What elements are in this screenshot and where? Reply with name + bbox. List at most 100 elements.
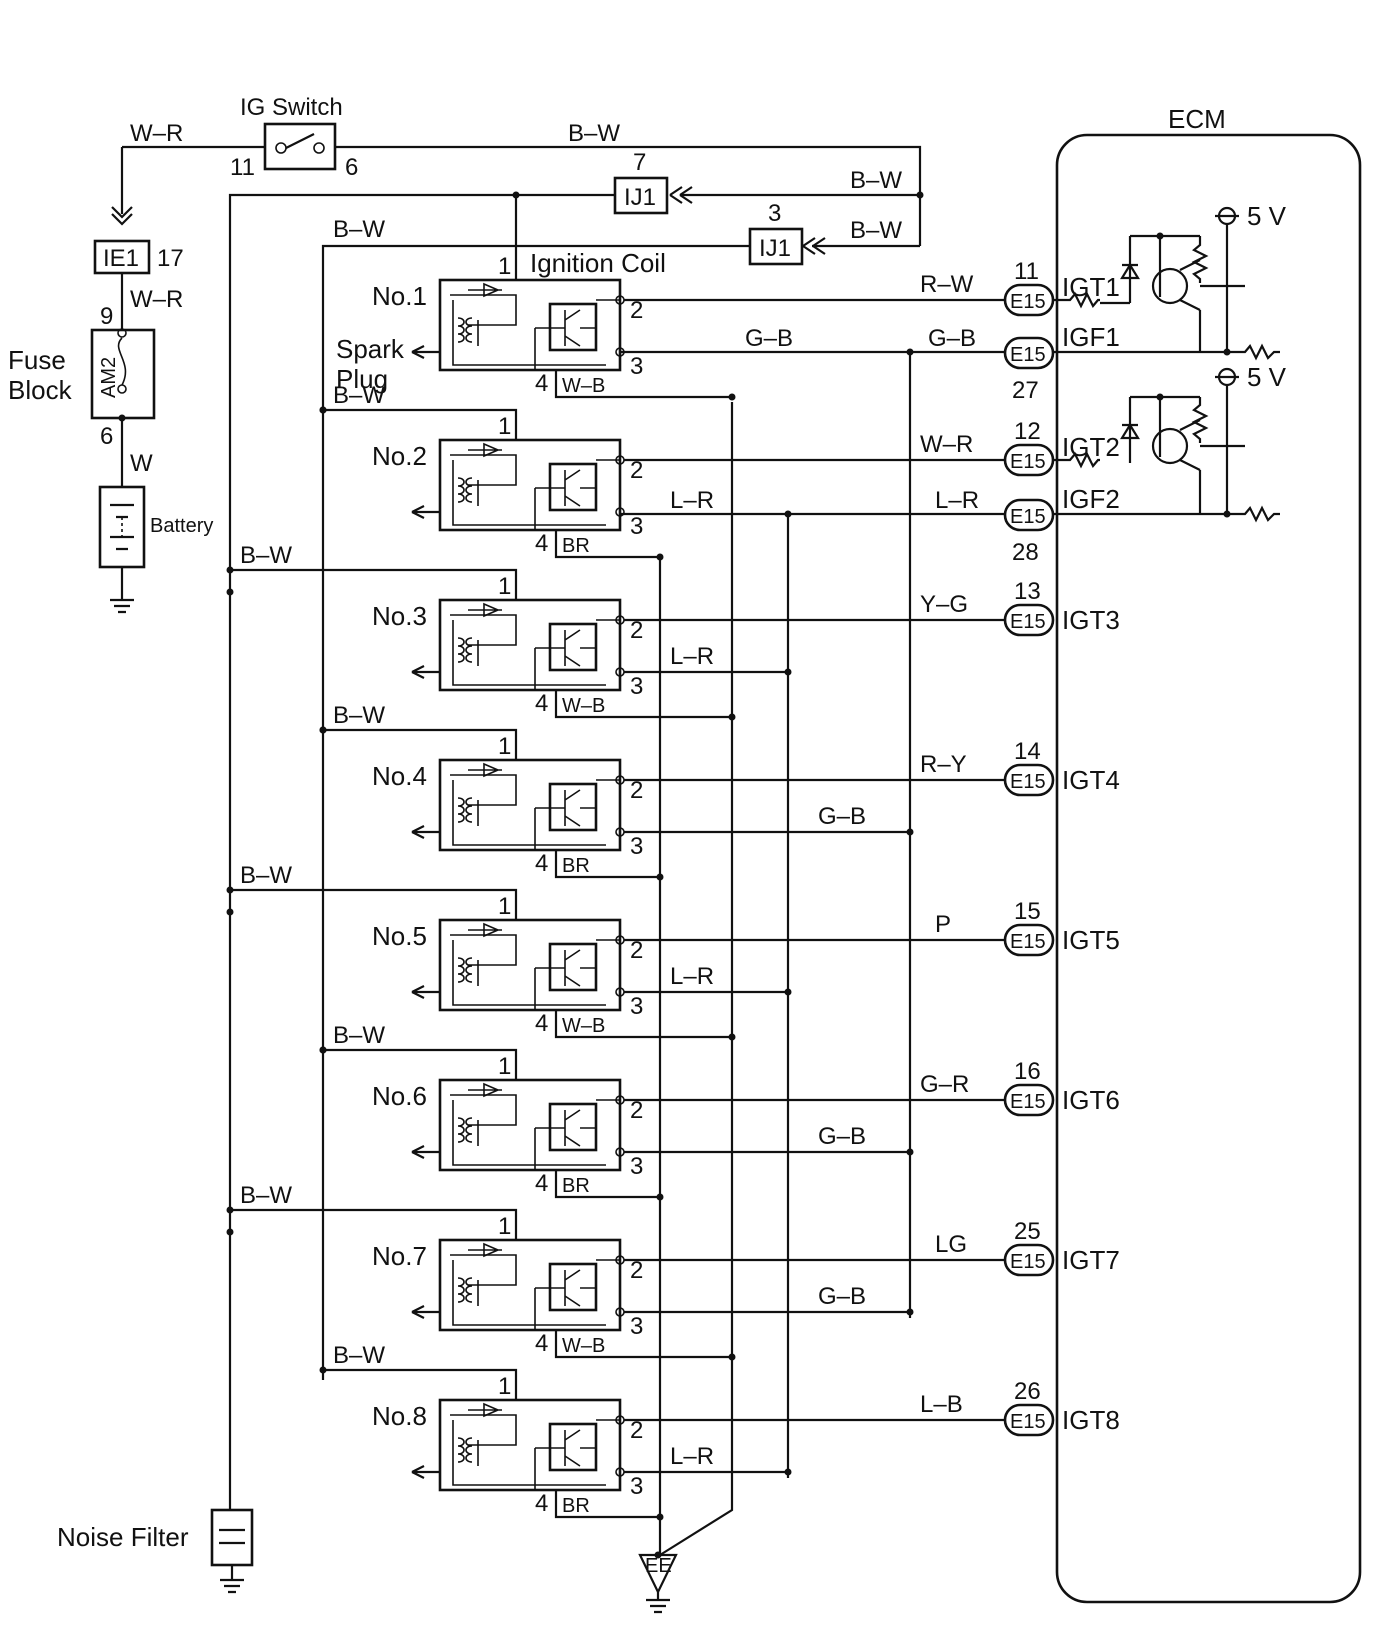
igniter-transistor xyxy=(534,1269,596,1330)
ecm-e15-label: E15 xyxy=(1010,1091,1046,1113)
ij1-b-pin: 3 xyxy=(768,200,781,227)
ground-junction xyxy=(728,713,736,721)
igt-label: IGT3 xyxy=(1062,605,1120,635)
coil-ground-wire xyxy=(554,850,660,879)
wire-label-bw-ij1a: B–W xyxy=(850,167,902,194)
coil-secondary-line xyxy=(452,1260,606,1326)
bw-junction xyxy=(319,1366,327,1374)
coil-pin-3 xyxy=(615,347,625,357)
coil-ground-wire xyxy=(554,1330,732,1359)
coil-pin-2-label: 2 xyxy=(630,937,643,964)
wire-label-bw-coil: B–W xyxy=(333,1342,385,1369)
igniter-transistor xyxy=(534,1109,596,1170)
wire-label-bw-coil: B–W xyxy=(333,702,385,729)
igt-wire-color-label: G–R xyxy=(920,1071,969,1098)
igf2-label: IGF2 xyxy=(1062,484,1120,514)
coil-secondary-line xyxy=(452,460,606,526)
igniter-module xyxy=(548,942,598,992)
coil-inner-wiring xyxy=(450,1414,517,1446)
ecm-pin-number: 26 xyxy=(1014,1378,1041,1405)
ignition-coil-label: Ignition Coil xyxy=(530,248,666,278)
igniter-transistor xyxy=(534,309,596,370)
igt-input-resistor xyxy=(1053,451,1100,469)
wire-label-bw-coil: B–W xyxy=(240,862,292,889)
coil-winding xyxy=(457,1437,479,1466)
wire-label-wr-fuse: W–R xyxy=(130,286,183,313)
wire-label-gb-igf1b: G–B xyxy=(928,325,976,352)
fuse-block-label-2: Block xyxy=(8,375,73,405)
wire-label-bw-top: B–W xyxy=(568,120,620,147)
ecm-e15-label: E15 xyxy=(1010,1411,1046,1433)
ecm-e15-label: E15 xyxy=(1010,771,1046,793)
ecm-pin-number: 11 xyxy=(1014,258,1039,285)
coil-ground-wire xyxy=(554,1010,732,1039)
coil-name: No.3 xyxy=(372,601,427,631)
fuse-block-label-1: Fuse xyxy=(8,345,66,375)
igt-wire-color-label: L–B xyxy=(920,1391,963,1418)
wire-label-bw-coil: B–W xyxy=(333,382,385,409)
bw-feed-wire xyxy=(323,408,518,440)
igf2-conn: E15 xyxy=(1010,506,1046,528)
ij1-a-pin: 7 xyxy=(633,149,646,176)
igf-wire-label: L–R xyxy=(670,1443,714,1470)
igniter-module xyxy=(548,1102,598,1152)
fuse-pin-top: 9 xyxy=(100,303,113,330)
coil-name: No.4 xyxy=(372,761,427,791)
spark-plug-label-2: Plug xyxy=(336,364,388,394)
ie1-pin: 17 xyxy=(157,245,184,272)
ground-ee-junction xyxy=(654,1551,662,1559)
igt-label: IGT5 xyxy=(1062,925,1120,955)
coil-ground-label: W–B xyxy=(562,695,605,717)
bw-junction xyxy=(226,1206,234,1214)
coil-inner-wiring xyxy=(450,1254,517,1286)
bw-bus-junction xyxy=(319,726,327,734)
noise-filter-label: Noise Filter xyxy=(57,1522,189,1552)
coil-ground-wire xyxy=(554,370,732,399)
igt-wire-color-label: P xyxy=(935,911,951,938)
coil-secondary-line xyxy=(452,780,606,846)
ecm-pin-number: 16 xyxy=(1014,1058,1041,1085)
ground-junction xyxy=(656,1513,664,1521)
coil-pin-3-label: 3 xyxy=(630,513,643,540)
coil-pin-1-label: 1 xyxy=(498,733,511,760)
ecm-pin-number: 14 xyxy=(1014,738,1041,765)
wire-label-gb-igf1: G–B xyxy=(745,325,793,352)
coil-pin-1-label: 1 xyxy=(498,1053,511,1080)
ecm-e15-connector xyxy=(1003,923,1055,957)
coil-pin-4-label: 4 xyxy=(535,1330,548,1357)
igniter-module xyxy=(548,462,598,512)
coil-winding xyxy=(457,1117,479,1146)
coil-inner-wiring xyxy=(450,934,517,966)
ig-switch-pin-left: 11 xyxy=(230,154,255,181)
coil-pin-1-label: 1 xyxy=(498,413,511,440)
coil-pin-1-label: 1 xyxy=(498,1213,511,1240)
coil-diode xyxy=(468,282,502,298)
coil-winding xyxy=(457,957,479,986)
igf2-pin: 28 xyxy=(1012,539,1039,566)
ecm-pin-number: 15 xyxy=(1014,898,1041,925)
coil-secondary-line xyxy=(452,620,606,686)
coil-pin-2-label: 2 xyxy=(630,617,643,644)
igniter-module xyxy=(548,1262,598,1312)
coil-winding xyxy=(457,477,479,506)
fuse-pin-bottom: 6 xyxy=(100,423,113,450)
igf-junction xyxy=(906,1148,914,1156)
ij1-a-label: IJ1 xyxy=(624,184,656,211)
igt-wire-color-label: LG xyxy=(935,1231,967,1258)
wire-label-bw-ij1b: B–W xyxy=(850,217,902,244)
coil-ground-wire xyxy=(554,530,660,559)
igniter-module xyxy=(548,1422,598,1472)
spark-plug-output xyxy=(411,1305,440,1319)
igt-label: IGT8 xyxy=(1062,1405,1120,1435)
igniter-transistor xyxy=(534,469,596,530)
battery xyxy=(98,485,146,569)
coil-diode xyxy=(468,442,502,458)
spark-plug-output xyxy=(411,505,440,519)
coil-pin-4-label: 4 xyxy=(535,1170,548,1197)
wire-label-w: W xyxy=(130,450,153,477)
ecm: ECM 5 V 5 V xyxy=(1003,104,1362,1604)
coil-pin-2-label: 2 xyxy=(630,297,643,324)
coil-diode xyxy=(468,762,502,778)
coil-pin-2-label: 2 xyxy=(630,1257,643,1284)
coil-diode xyxy=(468,1082,502,1098)
